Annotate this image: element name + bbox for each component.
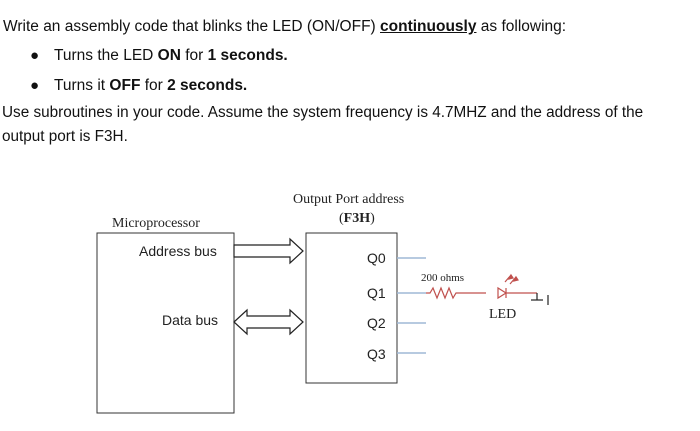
led-label: LED: [489, 307, 516, 322]
intro-text: Write an assembly code that blinks the L…: [3, 18, 381, 35]
paragraph-line-1: Use subroutines in your code. Assume the…: [2, 104, 644, 121]
bullet-item-2: Turns it OFF for 2 seconds.: [54, 77, 247, 95]
resistor-icon: [426, 286, 486, 300]
paragraph-line-2: output port is F3H.: [2, 128, 128, 145]
output-q2-label: Q2: [367, 315, 386, 331]
bullet-dot-2: ●: [30, 77, 40, 94]
port-address-value: F3H: [344, 211, 371, 226]
intro-tail: as following:: [476, 18, 567, 35]
ground-icon: [531, 293, 549, 305]
microprocessor-box: [96, 232, 235, 414]
bullet-1-duration: 1 seconds.: [207, 47, 288, 64]
question-intro: Write an assembly code that blinks the L…: [3, 18, 566, 36]
bullet-1-state: ON: [157, 47, 181, 64]
bullet-1-mid: for: [180, 47, 208, 64]
data-bus-label: Data bus: [162, 312, 218, 328]
output-port-box: [305, 232, 398, 384]
led-icon: [497, 273, 537, 300]
bullet-dot-1: ●: [30, 47, 40, 64]
port-title: Output Port address: [293, 192, 404, 207]
data-bus-arrow: [233, 308, 304, 336]
bullet-2-state: OFF: [109, 77, 141, 94]
output-q1-label: Q1: [367, 285, 386, 301]
intro-emphasis: continuously: [380, 18, 477, 35]
output-q0-label: Q0: [367, 250, 386, 266]
address-bus-arrow: [233, 237, 304, 265]
bullet-1-pre: Turns the LED: [54, 47, 158, 64]
bullet-item-1: Turns the LED ON for 1 seconds.: [54, 47, 288, 65]
port-address: (F3H): [339, 211, 375, 226]
output-q3-label: Q3: [367, 346, 386, 362]
resistor-label: 200 ohms: [421, 272, 464, 284]
bullet-2-mid: for: [140, 77, 168, 94]
bullet-2-pre: Turns it: [54, 77, 110, 94]
address-bus-label: Address bus: [139, 243, 217, 259]
bullet-2-duration: 2 seconds.: [167, 77, 248, 94]
port-address-close: ): [370, 211, 375, 226]
microprocessor-label: Microprocessor: [112, 216, 200, 231]
port-address-open: (: [339, 211, 344, 226]
